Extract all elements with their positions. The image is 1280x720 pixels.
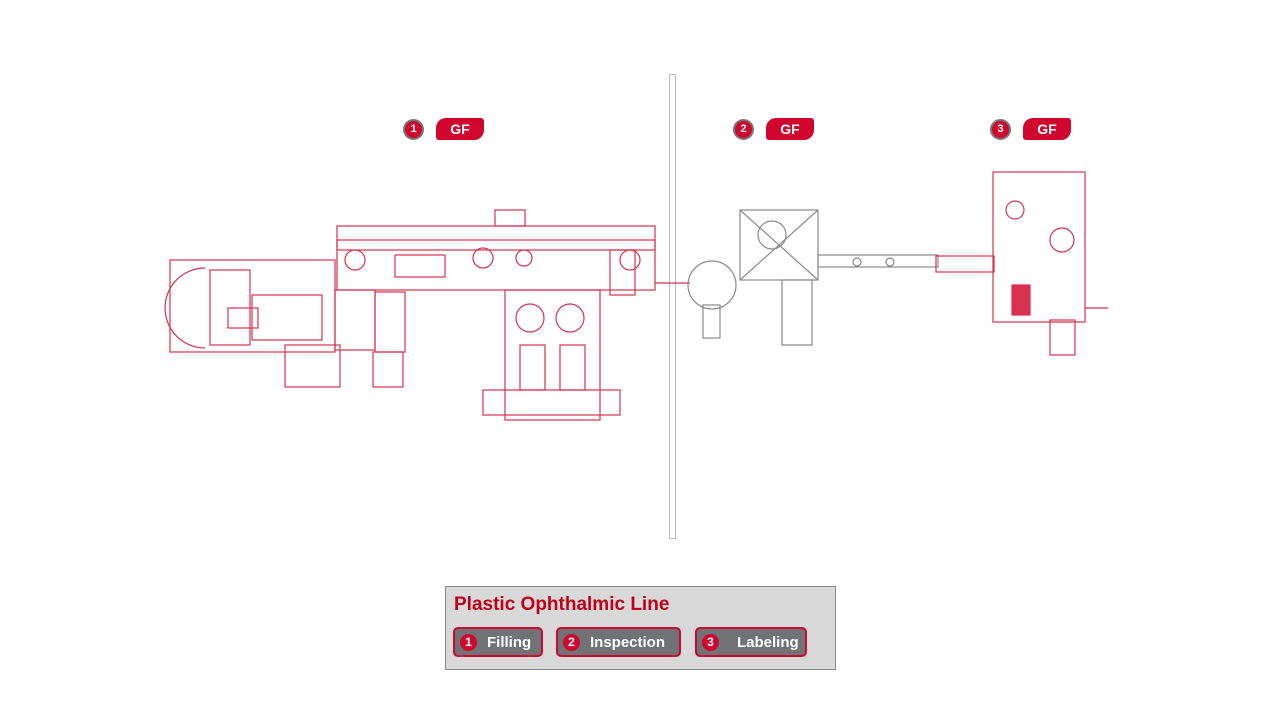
gf-logo: GF bbox=[1023, 118, 1071, 140]
section-divider bbox=[669, 74, 676, 539]
legend-button-filling[interactable]: 1 Filling bbox=[453, 627, 543, 657]
station-number-badge: 3 bbox=[990, 118, 1011, 140]
station-marker-1[interactable]: 1 GF bbox=[403, 118, 484, 140]
legend-panel: Plastic Ophthalmic Line 1 Filling 2 Insp… bbox=[445, 586, 836, 670]
legend-label: Labeling bbox=[737, 633, 799, 651]
station-marker-3[interactable]: 3 GF bbox=[990, 118, 1071, 140]
station-number-badge: 1 bbox=[403, 118, 424, 140]
labeling-machine-drawing[interactable] bbox=[935, 171, 1108, 356]
legend-button-labeling[interactable]: 3 Labeling bbox=[695, 627, 807, 657]
station-number-badge: 2 bbox=[733, 118, 754, 140]
legend-title: Plastic Ophthalmic Line bbox=[454, 594, 670, 615]
filling-machine-drawing[interactable] bbox=[164, 209, 690, 421]
gf-logo: GF bbox=[766, 118, 814, 140]
legend-label: Filling bbox=[487, 633, 532, 651]
legend-button-inspection[interactable]: 2 Inspection bbox=[556, 627, 681, 657]
number-badge: 3 bbox=[702, 633, 719, 651]
number-badge: 2 bbox=[563, 633, 580, 651]
inspection-machine-drawing[interactable] bbox=[687, 209, 939, 346]
legend-label: Inspection bbox=[590, 633, 666, 651]
station-marker-2[interactable]: 2 GF bbox=[733, 118, 814, 140]
gf-logo: GF bbox=[436, 118, 484, 140]
number-badge: 1 bbox=[460, 633, 477, 651]
